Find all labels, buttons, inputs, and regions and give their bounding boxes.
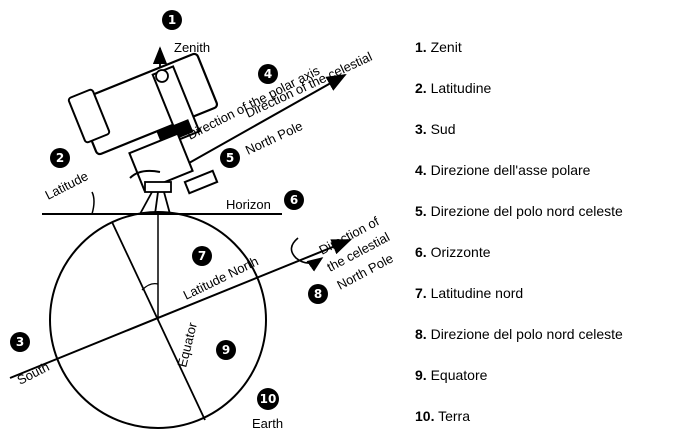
earth-axis-line: [111, 221, 206, 421]
legend-item: 6. Orizzonte: [415, 241, 623, 282]
latitude-angle-arc-earth: [141, 282, 159, 291]
legend-text: Orizzonte: [430, 244, 491, 260]
legend-number: 8.: [415, 326, 427, 342]
latitude-north-line: [9, 239, 352, 379]
label-celestial-pole-1: Direction of the celestial: [243, 49, 375, 121]
legend-number: 1.: [415, 39, 427, 55]
legend-text: Sud: [430, 121, 456, 137]
legend-item: 4. Direzione dell'asse polare: [415, 159, 623, 200]
legend-number: 4.: [415, 162, 427, 178]
svg-text:6: 6: [290, 193, 298, 207]
marker-8: 8: [308, 284, 328, 304]
svg-text:3: 3: [16, 335, 24, 349]
svg-text:7: 7: [198, 249, 206, 263]
legend-item: 8. Direzione del polo nord celeste: [415, 323, 623, 364]
marker-6: 6: [284, 190, 304, 210]
latitude-angle-arc: [91, 191, 95, 215]
legend-item: 10. Terra: [415, 405, 623, 446]
legend-item: 5. Direzione del polo nord celeste: [415, 200, 623, 241]
telescope: [67, 52, 219, 215]
svg-text:1: 1: [168, 13, 176, 27]
legend-item: 9. Equatore: [415, 364, 623, 405]
svg-text:10: 10: [260, 392, 277, 406]
marker-1: 1: [162, 10, 182, 30]
legend-item: 7. Latitudine nord: [415, 282, 623, 323]
legend-item: 3. Sud: [415, 118, 623, 159]
svg-text:8: 8: [314, 287, 322, 301]
legend-list: 1. Zenit 2. Latitudine 3. Sud 4. Direzio…: [415, 36, 623, 446]
marker-9: 9: [216, 340, 236, 360]
label-zenith: Zenith: [174, 40, 210, 55]
earth-circle: [49, 211, 267, 429]
label-horizon: Horizon: [226, 197, 271, 212]
legend-item: 1. Zenit: [415, 36, 623, 77]
legend-number: 9.: [415, 367, 427, 383]
telescope-latitude-diagram: Zenith Direction of the polar axis Direc…: [9, 10, 396, 431]
legend-text: Latitudine: [430, 80, 492, 96]
label-equator: Equator: [174, 320, 200, 368]
svg-text:4: 4: [264, 67, 272, 81]
legend-text: Direzione dell'asse polare: [430, 162, 591, 178]
legend-number: 5.: [415, 203, 427, 219]
label-earth: Earth: [252, 416, 283, 431]
legend-number: 7.: [415, 285, 427, 301]
svg-text:2: 2: [56, 151, 64, 165]
label-latitude-north: Latitude North: [181, 253, 261, 302]
label-south: South: [15, 359, 52, 388]
legend-text: Direzione del polo nord celeste: [430, 326, 623, 342]
legend-text: Equatore: [430, 367, 488, 383]
legend-text: Latitudine nord: [430, 285, 524, 301]
marker-7: 7: [192, 246, 212, 266]
marker-2: 2: [50, 148, 70, 168]
legend-text: Direzione del polo nord celeste: [430, 203, 623, 219]
label-latitude: Latitude: [43, 168, 91, 202]
legend-text: Terra: [438, 408, 471, 424]
legend-number: 3.: [415, 121, 427, 137]
legend-item: 2. Latitudine: [415, 77, 623, 118]
marker-3: 3: [10, 332, 30, 352]
legend-number: 2.: [415, 80, 427, 96]
marker-4: 4: [258, 64, 278, 84]
marker-5: 5: [220, 148, 240, 168]
marker-10: 10: [257, 388, 279, 410]
legend-text: Zenit: [430, 39, 462, 55]
rotation-arrow-icon: [290, 237, 324, 272]
svg-text:5: 5: [226, 151, 234, 165]
svg-text:9: 9: [222, 343, 230, 357]
legend-number: 10.: [415, 408, 435, 424]
legend-number: 6.: [415, 244, 427, 260]
label-celestial-pole-2: North Pole: [243, 118, 305, 158]
